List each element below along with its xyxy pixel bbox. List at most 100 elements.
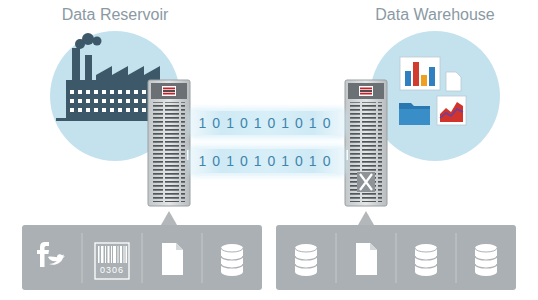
chart-card [413,62,419,86]
server-rack [162,86,176,96]
pointer-triangle [161,211,374,225]
factory-windows [142,90,146,94]
small-document [446,72,461,91]
source-panel [22,225,262,290]
barcode-icon [111,246,112,263]
factory-windows [118,108,122,112]
source-panel [82,233,202,283]
barcode-icon [101,246,104,263]
factory-windows [142,99,146,103]
factory-windows [78,90,82,94]
pointer-triangle [358,211,374,225]
factory-windows [110,90,114,94]
social-icon [37,242,65,267]
server-rack [348,83,384,99]
area-chart-card [437,96,466,125]
barcode-icon [105,246,106,263]
document-icon [162,243,377,275]
storage-panel [336,233,456,283]
document-icon [162,243,183,275]
factory-windows [86,108,90,112]
barcode-icon [98,246,127,263]
factory-windows [118,90,122,94]
factory-windows [70,90,154,112]
storage-panel [276,225,516,290]
factory-icon [93,37,102,46]
factory-windows [126,108,130,112]
storage-panel [276,225,516,290]
area-chart-card [440,109,463,118]
server-rack [187,150,189,160]
factory-windows [70,90,74,94]
barcode-icon [120,246,122,263]
factory-windows [86,99,90,103]
database-icon [221,244,497,276]
factory-windows [86,90,90,94]
server-rack [360,93,372,95]
server-rack [151,83,187,99]
binary-stream-text: 1010101010 [199,152,337,170]
server-rack [345,80,387,206]
barcode-icon [108,246,110,263]
source-panel [22,225,262,290]
barcode-icon [98,246,100,263]
heading-text: Data Warehouse [368,4,502,26]
factory-windows [134,99,138,103]
factory-windows [110,108,114,112]
server-rack [357,172,375,192]
social-icon [37,242,49,267]
area-chart-card [440,102,463,122]
database-icon [295,244,317,276]
folder-icon [399,109,430,125]
folder-icon [399,103,430,125]
server-rack [360,174,372,190]
barcode-icon [113,246,116,263]
database-icon [415,244,437,276]
circle-outline [368,30,502,162]
data-stream-band: 1010101010 [191,111,344,135]
circle-fill [370,31,500,161]
area-chart-card [437,96,466,125]
chart-card [400,57,440,90]
small-document [446,72,461,91]
factory-windows [126,99,130,103]
factory-windows [102,108,106,112]
server-rack [350,102,382,202]
folder-icon [399,103,430,125]
server-rack [360,88,372,90]
factory-windows [94,90,98,94]
chart-card [429,67,435,86]
circle-outline [48,30,182,162]
heading-text: Data Reservoir [48,4,182,26]
factory-windows [118,99,122,103]
factory-windows [142,108,146,112]
factory-windows [94,99,98,103]
database-icon [221,244,243,276]
data-stream-band: 1010101010 [191,149,344,173]
document-icon [356,243,377,275]
barcode-number: 0306 [95,264,129,276]
factory-windows [134,90,138,94]
factory-windows [134,108,138,112]
server-rack [148,80,190,206]
binary-stream-text: 1010101010 [199,114,337,132]
factory-windows [78,99,82,103]
server-rack [347,150,349,160]
pointer-triangle [161,211,177,225]
factory-windows [70,108,74,112]
target-circle: Data Warehouse [368,4,502,166]
server-rack [359,86,373,96]
factory-windows [110,99,114,103]
server-rack [163,88,175,90]
server-rack [345,80,387,206]
source-circle: Data Reservoir [48,4,182,166]
server-rack [148,80,190,206]
circle-fill [50,31,180,161]
server-rack [163,90,175,92]
barcode-icon [95,243,129,279]
chart-card [400,57,440,90]
factory-windows [70,99,74,103]
barcode-icon [124,246,125,263]
factory-windows [126,90,130,94]
barcode-icon [118,246,119,263]
